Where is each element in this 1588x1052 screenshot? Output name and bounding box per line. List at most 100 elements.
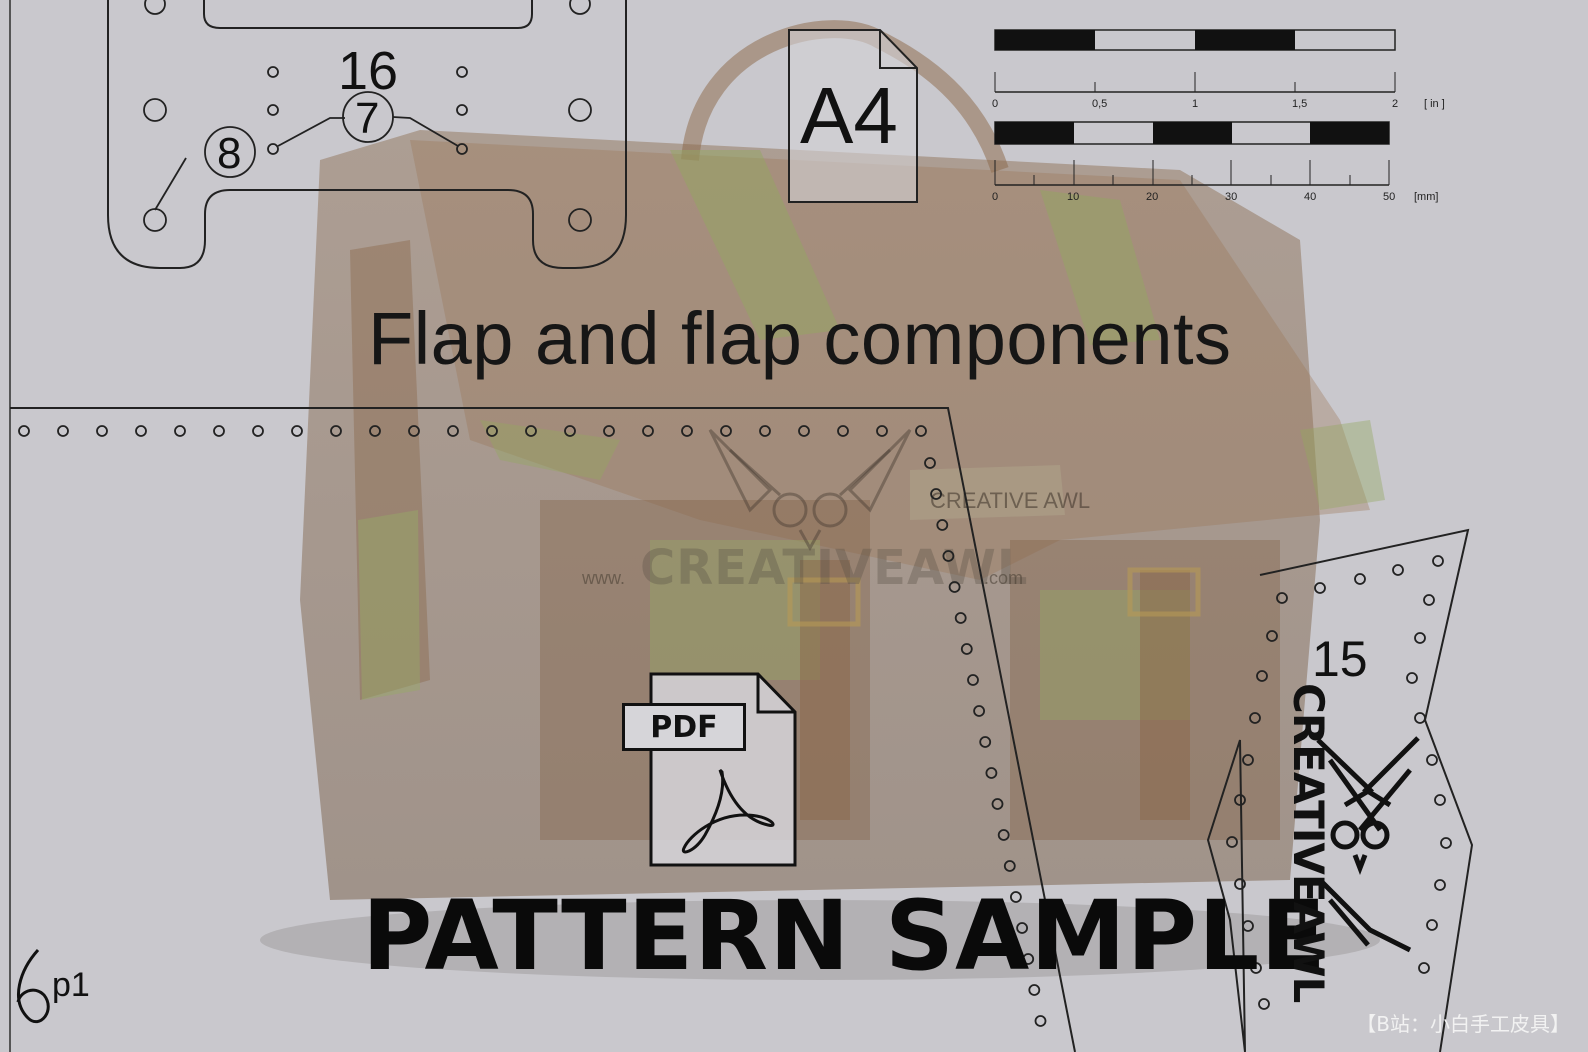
owl-logo-watermark	[708, 428, 912, 552]
buckle-right	[1127, 567, 1201, 617]
stitch-hole	[979, 736, 992, 748]
stitch-hole	[18, 425, 30, 437]
watermark-url-suffix: .com	[984, 568, 1024, 588]
stitch-hole	[954, 612, 967, 624]
stitch-hole	[1266, 630, 1278, 642]
stitch-hole	[1276, 592, 1288, 604]
watermark-logo-text: CREATIVEAWL	[640, 540, 1029, 596]
stitch-hole	[1258, 998, 1270, 1010]
piece-number-8: 8	[217, 129, 242, 178]
stitch-hole	[720, 425, 732, 437]
stitch-hole	[997, 829, 1010, 841]
stitch-hole	[1414, 632, 1426, 644]
stitch-hole	[1434, 879, 1446, 891]
stitch-hole	[1003, 860, 1016, 872]
stitch-hole	[96, 425, 108, 437]
stitch-hole	[447, 425, 459, 437]
stitch-hole	[759, 425, 771, 437]
stitch-hole	[1242, 754, 1254, 766]
piece-16-leaders	[154, 91, 459, 211]
stitch-hole	[174, 425, 186, 437]
bag-body	[300, 130, 1320, 900]
stitch-hole	[1010, 891, 1022, 903]
stitch-hole	[330, 425, 342, 437]
stitch-hole	[1234, 878, 1246, 890]
page-label: p1	[52, 966, 90, 1004]
paper-size-label: A4	[800, 71, 898, 160]
piece-16-cutout	[203, 0, 533, 29]
stitch-hole	[213, 425, 225, 437]
stitch-hole	[1423, 594, 1435, 606]
mm-unit-label: [mm]	[1414, 191, 1439, 203]
stitch-hole	[1314, 582, 1326, 594]
stitch-hole	[369, 425, 381, 437]
buckle-strap-left	[800, 560, 850, 820]
stitch-hole	[1242, 920, 1254, 932]
stitch-hole	[924, 457, 936, 469]
stitch-hole	[681, 425, 693, 437]
mm-tick-label: 0	[992, 191, 999, 203]
stitch-hole	[1256, 670, 1268, 682]
bag-shadow	[260, 900, 1380, 980]
stitch-hole	[1016, 922, 1028, 934]
stitch-hole	[985, 767, 998, 779]
flap-corner-right	[1300, 420, 1385, 510]
stitch-hole	[1354, 573, 1366, 585]
page-marker-icon	[16, 948, 50, 1024]
stitch-hole	[948, 581, 961, 593]
mm-tick-label: 10	[1067, 191, 1080, 203]
stitch-hole	[973, 705, 985, 717]
stitch-hole	[960, 643, 973, 655]
flap-corner-left	[480, 420, 620, 480]
inch-tick-label: 0,5	[1092, 98, 1108, 110]
stitch-hole	[1250, 962, 1262, 974]
stitch-hole	[991, 798, 1004, 810]
stitch-hole	[1440, 837, 1452, 849]
stitch-hole	[252, 425, 264, 437]
mm-tick-label: 20	[1146, 191, 1159, 203]
flap-stitch-holes	[18, 425, 1047, 1027]
stitch-hole	[798, 425, 810, 437]
stitch-hole	[1028, 984, 1041, 996]
stitch-hole	[967, 674, 979, 686]
stitch-hole	[642, 425, 654, 437]
stitch-hole	[1432, 555, 1444, 567]
shoulder-strap	[350, 240, 430, 700]
credit-watermark: 【B站：小白手工皮具】	[1356, 1012, 1570, 1036]
piece-number-16: 16	[338, 41, 399, 101]
acrobat-icon	[681, 768, 775, 854]
stitch-hole	[1434, 794, 1446, 806]
a4-document-icon	[788, 29, 918, 203]
inch-tick-label: 1	[1192, 98, 1199, 110]
stitch-hole	[1426, 919, 1438, 931]
brand-vertical-text: CREATIVEAWL	[1284, 683, 1333, 1003]
piece-number-15: 15	[1312, 631, 1368, 687]
brand-owl-icon	[1316, 736, 1420, 953]
piece-15-holes	[1226, 555, 1452, 1010]
stitch-hole	[942, 550, 955, 562]
stitch-hole	[1022, 953, 1035, 965]
pdf-badge: PDF	[622, 703, 746, 751]
stitch-hole	[291, 425, 303, 437]
piece-16-holes	[143, 0, 592, 232]
pdf-fold-icon	[756, 674, 795, 714]
mm-tick-label: 30	[1225, 191, 1238, 203]
stitch-hole	[486, 425, 498, 437]
stitch-hole	[1234, 794, 1246, 806]
stitch-hole	[525, 425, 537, 437]
piece-16-outline	[107, 0, 627, 269]
leather-patch	[910, 465, 1065, 520]
stitch-hole	[57, 425, 69, 437]
stitch-hole	[1392, 564, 1404, 576]
inch-tick-label: 1,5	[1292, 98, 1308, 110]
stitch-hole	[564, 425, 576, 437]
inch-unit-label: [ in ]	[1424, 98, 1445, 110]
stitch-hole	[936, 519, 949, 531]
stitch-hole	[603, 425, 615, 437]
patch-watermark: CREATIVE AWL	[930, 488, 1091, 513]
stitch-hole	[1406, 672, 1418, 684]
shoulder-strap-green	[358, 510, 420, 700]
scale-bars	[994, 29, 1396, 186]
